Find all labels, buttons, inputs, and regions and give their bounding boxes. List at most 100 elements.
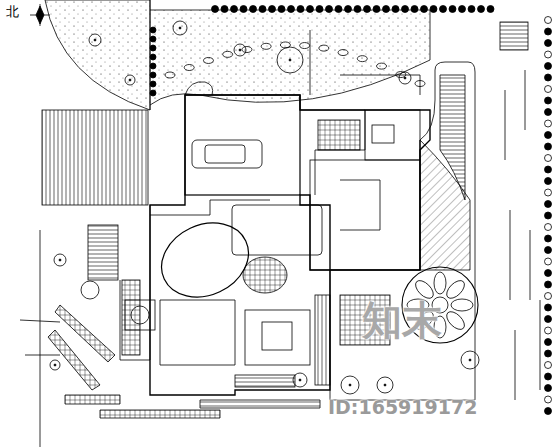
hedge-shrub <box>545 316 552 323</box>
hedge-shrub <box>545 109 552 116</box>
hedge-shrub <box>545 212 552 219</box>
hedge-shrub <box>545 86 552 93</box>
hedge-shrub <box>421 6 428 13</box>
watermark: 知末 <box>362 300 442 340</box>
tree-center <box>179 27 181 29</box>
hedge-shrub <box>335 6 342 13</box>
tree-center <box>94 39 96 41</box>
gazebo-petal <box>451 299 473 311</box>
tree-center <box>469 359 471 361</box>
stepping-stone <box>377 63 387 69</box>
hedge-shrub <box>297 6 304 13</box>
hedge-shrub <box>150 63 156 69</box>
stepping-stone <box>242 47 252 53</box>
stepping-stone <box>203 57 213 63</box>
hedge-shrub <box>545 120 552 127</box>
watermark-id: ID:165919172 <box>328 398 477 417</box>
hedge-shrub <box>545 51 552 58</box>
stepping-stone <box>261 43 271 49</box>
hedge-shrub <box>545 143 552 150</box>
tree-center <box>239 49 241 51</box>
hedge-shrub <box>373 6 380 13</box>
hedge-shrub <box>487 6 494 13</box>
hedge-shrub <box>250 6 257 13</box>
hedge-shrub <box>430 6 437 13</box>
hedge-shrub <box>354 6 361 13</box>
hedge-shrub <box>545 155 552 162</box>
hedge-shrub <box>478 6 485 13</box>
tree-symbol <box>399 72 411 84</box>
hedge-shrub <box>150 72 156 78</box>
stepping-stone <box>300 43 310 49</box>
hedge-shrub <box>545 408 552 415</box>
hedge-shrub <box>402 6 409 13</box>
north-label: 北 <box>6 5 19 18</box>
gazebo-petal <box>434 272 446 294</box>
tree-symbol <box>50 360 60 370</box>
gazebo-petal <box>444 277 468 301</box>
stepping-stone <box>338 50 348 56</box>
hedge-shrub <box>316 6 323 13</box>
hedge-shrub <box>411 6 418 13</box>
hedge-shrub <box>150 54 156 60</box>
tree-center <box>349 384 351 386</box>
hedge-shrub <box>545 28 552 35</box>
hedge-shrub <box>449 6 456 13</box>
hedge-shrub <box>545 339 552 346</box>
hedge-shrub <box>545 74 552 81</box>
stepping-stone <box>357 56 367 62</box>
hedge-shrub <box>468 6 475 13</box>
hedge-shrub <box>545 293 552 300</box>
hedge-shrub <box>545 304 552 311</box>
stepping-stone <box>223 51 233 57</box>
hedge-shrub <box>545 258 552 265</box>
hedge-shrub <box>364 6 371 13</box>
hedge-shrub <box>150 27 156 33</box>
hedge-shrub <box>383 6 390 13</box>
hedge-shrub <box>545 373 552 380</box>
hedge-shrub <box>545 17 552 24</box>
hedge-shrub <box>212 6 219 13</box>
hedge-shrub <box>150 81 156 87</box>
hedge-shrub <box>345 6 352 13</box>
hedge-shrub <box>545 362 552 369</box>
hedge-shrub <box>150 36 156 42</box>
hedge-shrub <box>545 224 552 231</box>
tree-symbol <box>89 34 101 46</box>
hedge-shrub <box>545 385 552 392</box>
tree-symbol <box>461 351 479 369</box>
hedge-shrub <box>440 6 447 13</box>
tree-symbol <box>377 377 393 393</box>
hedge-shrub <box>307 6 314 13</box>
tree-symbol <box>293 373 307 387</box>
tree-symbol <box>173 21 187 35</box>
hedge-shrub <box>545 97 552 104</box>
tree-center <box>129 79 131 81</box>
hedge-shrub <box>459 6 466 13</box>
hedge-shrub <box>326 6 333 13</box>
tree-symbol <box>341 376 359 394</box>
hedge-shrub <box>545 132 552 139</box>
hedge-shrub <box>545 178 552 185</box>
hedge-shrub <box>545 40 552 47</box>
stepping-stone <box>319 45 329 51</box>
tree-symbol <box>277 47 303 73</box>
hedge-shrub <box>545 166 552 173</box>
hedge-shrub <box>288 6 295 13</box>
hedge-shrub <box>259 6 266 13</box>
tree-center <box>59 259 61 261</box>
hedge-shrub <box>545 189 552 196</box>
stepping-stone <box>184 65 194 71</box>
hedge-shrub <box>150 90 156 96</box>
hedge-shrub <box>545 327 552 334</box>
hedge-shrub <box>392 6 399 13</box>
tree-center <box>299 379 301 381</box>
hedge-shrub <box>545 270 552 277</box>
hedge-shrub <box>545 350 552 357</box>
hedge-shrub <box>221 6 228 13</box>
hedge-shrub <box>545 247 552 254</box>
tree-symbol <box>125 75 135 85</box>
hedge-shrub <box>545 396 552 403</box>
